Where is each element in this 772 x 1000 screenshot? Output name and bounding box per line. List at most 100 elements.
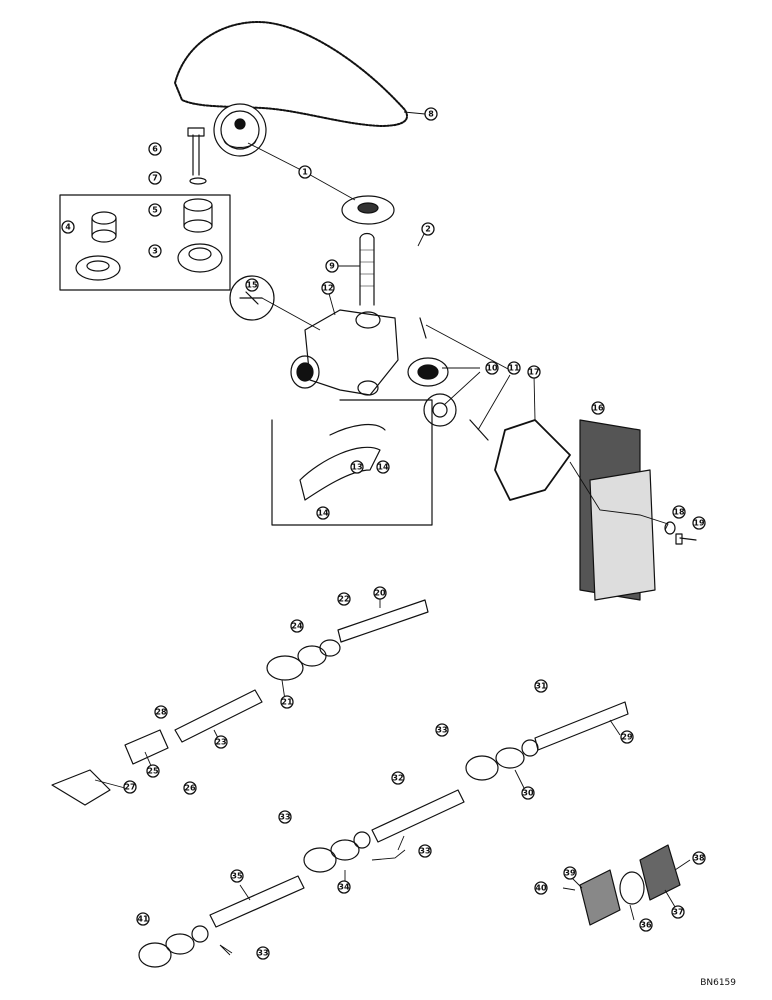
u-joint-21 <box>266 639 341 681</box>
sprocket-pair <box>75 243 223 281</box>
callout-28: 28 <box>154 705 168 719</box>
svg-text:17: 17 <box>528 368 539 377</box>
callout-23: 23 <box>214 735 228 749</box>
inset-box <box>59 194 231 291</box>
svg-text:23: 23 <box>215 738 226 747</box>
callout-37: 37 <box>671 905 685 919</box>
svg-text:10: 10 <box>486 364 498 373</box>
pins <box>419 317 489 441</box>
callout-24: 24 <box>290 619 304 633</box>
svg-text:8: 8 <box>428 110 434 119</box>
callout-31: 31 <box>534 679 548 693</box>
callout-7: 7 <box>148 171 162 185</box>
svg-text:21: 21 <box>281 698 293 707</box>
callout-34: 34 <box>337 880 351 894</box>
sleeve <box>91 211 117 243</box>
callout-33a: 33 <box>435 723 449 737</box>
callout-14b: 14 <box>316 506 330 520</box>
svg-text:40: 40 <box>535 884 547 893</box>
svg-text:7: 7 <box>152 174 158 183</box>
drawing-reference: BN6159 <box>700 978 736 988</box>
svg-text:26: 26 <box>184 784 196 793</box>
callout-1: 1 <box>298 165 312 179</box>
callout-38: 38 <box>692 851 706 865</box>
callout-41: 41 <box>136 912 150 926</box>
callout-12: 12 <box>321 281 335 295</box>
callout-32: 32 <box>391 771 405 785</box>
upper-sprocket <box>213 103 267 157</box>
svg-text:19: 19 <box>693 519 705 528</box>
callout-13: 13 <box>350 460 364 474</box>
drive-chain <box>174 21 408 127</box>
gearbox-housing <box>290 309 399 396</box>
callout-40: 40 <box>534 881 548 895</box>
svg-text:29: 29 <box>621 733 633 742</box>
shaft-20 <box>337 599 429 643</box>
svg-text:12: 12 <box>322 284 333 293</box>
callout-4: 4 <box>61 220 75 234</box>
shaft-23 <box>174 689 263 743</box>
callout-16: 16 <box>591 401 605 415</box>
svg-text:30: 30 <box>522 789 534 798</box>
svg-text:5: 5 <box>152 206 158 215</box>
svg-text:33: 33 <box>279 813 290 822</box>
svg-text:38: 38 <box>693 854 705 863</box>
svg-text:33: 33 <box>436 726 447 735</box>
callout-33d: 33 <box>256 946 270 960</box>
shaft-32 <box>371 789 465 843</box>
lower-sprocket <box>341 195 395 225</box>
svg-text:37: 37 <box>672 908 683 917</box>
callout-15: 15 <box>245 278 259 292</box>
callout-26: 26 <box>183 781 197 795</box>
callout-21: 21 <box>280 695 294 709</box>
svg-text:34: 34 <box>338 883 350 892</box>
gasket <box>494 419 571 501</box>
svg-text:2: 2 <box>425 225 431 234</box>
svg-text:6: 6 <box>152 145 158 154</box>
callout-8: 8 <box>424 107 438 121</box>
svg-text:11: 11 <box>508 364 520 373</box>
callout-25: 25 <box>146 764 160 778</box>
bracket-parts <box>299 423 386 501</box>
callout-27: 27 <box>123 780 137 794</box>
callout-labels: 1 2 3 4 5 6 7 8 9 10 11 12 13 14 14 15 1… <box>61 107 706 960</box>
svg-text:16: 16 <box>592 404 604 413</box>
callout-29: 29 <box>620 730 634 744</box>
svg-text:9: 9 <box>329 262 335 271</box>
u-joint-34 <box>303 831 371 873</box>
bevel-gears <box>407 357 457 427</box>
callout-14a: 14 <box>376 460 390 474</box>
yoke-27 <box>51 769 111 806</box>
svg-text:22: 22 <box>338 595 349 604</box>
svg-text:31: 31 <box>535 682 547 691</box>
u-joint-30 <box>465 739 539 781</box>
callout-5: 5 <box>148 203 162 217</box>
mounting-plate <box>579 419 656 601</box>
svg-text:14: 14 <box>377 463 389 472</box>
svg-text:24: 24 <box>291 622 303 631</box>
svg-text:18: 18 <box>673 508 685 517</box>
svg-text:35: 35 <box>231 872 243 881</box>
callout-20: 20 <box>373 586 387 600</box>
svg-text:32: 32 <box>392 774 403 783</box>
callout-6: 6 <box>148 142 162 156</box>
bearing-assembly <box>579 844 681 926</box>
callout-18: 18 <box>672 505 686 519</box>
svg-text:36: 36 <box>640 921 652 930</box>
fitting-inset <box>229 275 275 321</box>
bushing <box>183 198 213 233</box>
lock-washer <box>189 177 207 185</box>
svg-text:39: 39 <box>564 869 576 878</box>
callout-3: 3 <box>148 244 162 258</box>
svg-text:33: 33 <box>257 949 268 958</box>
svg-text:15: 15 <box>246 281 258 290</box>
callout-2: 2 <box>421 222 435 236</box>
tube-25 <box>124 729 169 765</box>
svg-text:41: 41 <box>137 915 149 924</box>
callout-17: 17 <box>527 365 541 379</box>
svg-text:3: 3 <box>152 247 158 256</box>
bolt <box>187 127 205 176</box>
svg-text:28: 28 <box>155 708 167 717</box>
callout-10: 10 <box>485 361 499 375</box>
callout-33b: 33 <box>278 810 292 824</box>
